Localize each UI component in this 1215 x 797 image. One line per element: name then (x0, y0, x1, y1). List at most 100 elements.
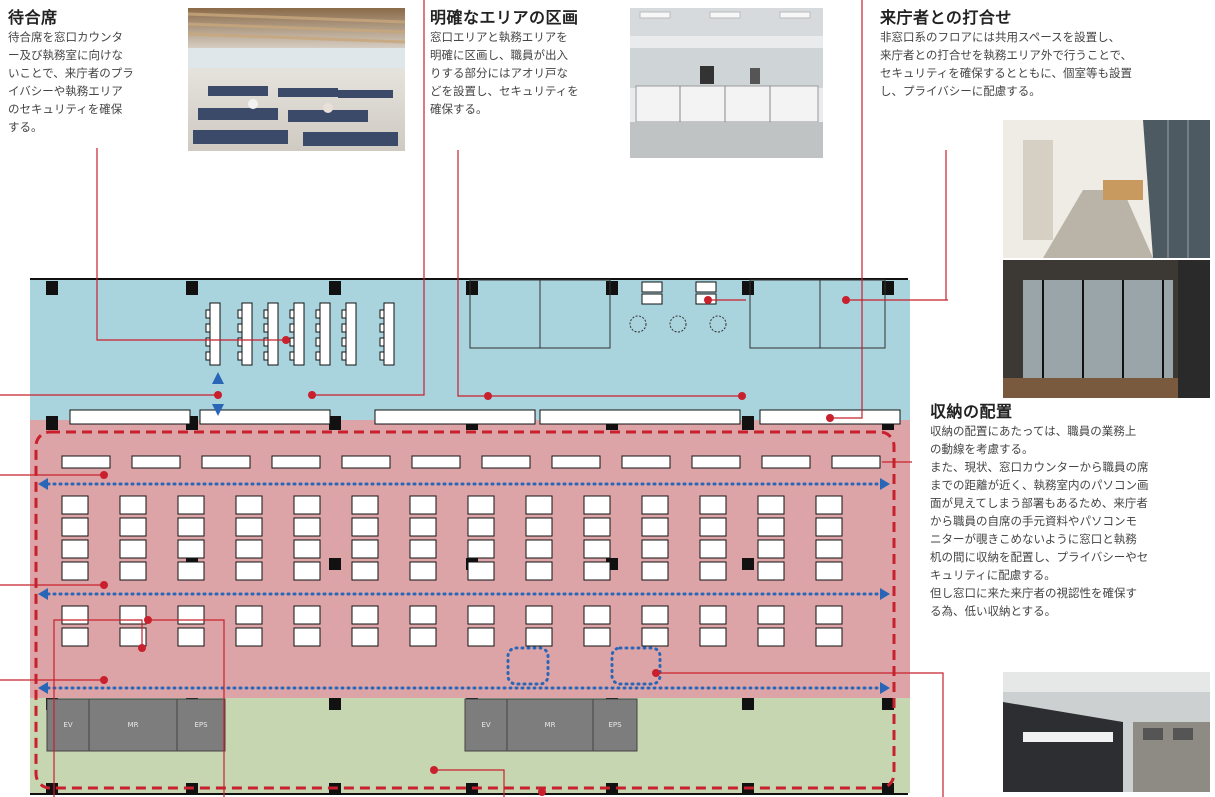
desk (699, 539, 727, 559)
waiting-desc: 待合席を窓口カウンタ ー及び執務室に向けな いことで、来庁者のプラ イバシーや執… (8, 30, 134, 134)
desk (119, 495, 147, 515)
flow-arrow-icon (38, 372, 890, 694)
desk (119, 539, 147, 559)
desk (641, 517, 669, 537)
meeting-title: 来庁者との打合せ (880, 8, 1012, 27)
waiting-bench (383, 302, 395, 366)
storage-area-photo (1003, 672, 1210, 792)
desk (177, 539, 205, 559)
desk (525, 561, 553, 581)
desk (61, 627, 89, 647)
storage-unit (551, 455, 601, 469)
desk (293, 627, 321, 647)
storage-unit (61, 455, 111, 469)
desk (583, 517, 611, 537)
waiting-bench (345, 302, 357, 366)
desk (583, 495, 611, 515)
meeting-space-photo-2 (1003, 260, 1210, 398)
waiting-area-photo (188, 8, 405, 151)
desk (757, 605, 785, 625)
desk (467, 517, 495, 537)
meeting-space-photo-1 (1003, 120, 1210, 258)
desk (235, 561, 263, 581)
counter-area-photo (630, 8, 823, 158)
desk (119, 627, 147, 647)
desk (641, 539, 669, 559)
desk (409, 495, 437, 515)
desk (815, 561, 843, 581)
desk (177, 561, 205, 581)
desk (699, 605, 727, 625)
circulation-flows (46, 482, 882, 690)
desk (641, 627, 669, 647)
desk (61, 561, 89, 581)
desk (351, 561, 379, 581)
desk (409, 517, 437, 537)
desk (293, 539, 321, 559)
desk (699, 627, 727, 647)
desk (757, 495, 785, 515)
desk (61, 495, 89, 515)
desk (293, 495, 321, 515)
desk (525, 539, 553, 559)
storage-unit (271, 455, 321, 469)
storage-unit (621, 455, 671, 469)
desk (467, 561, 495, 581)
room-mr-1: MR (128, 721, 139, 729)
office-boundary (34, 430, 896, 790)
storage-unit (131, 455, 181, 469)
desk (641, 561, 669, 581)
desk (351, 605, 379, 625)
leader-dot-icon (100, 296, 850, 796)
room-mr-2: MR (545, 721, 556, 729)
desk (757, 517, 785, 537)
desk (177, 627, 205, 647)
desk (177, 605, 205, 625)
storage-unit (411, 455, 461, 469)
desk (235, 605, 263, 625)
desk (467, 539, 495, 559)
storage-desc: 収納の配置にあたっては、職員の業務上 の動線を考慮する。 また、現状、窓口カウン… (930, 424, 1149, 618)
desk (583, 627, 611, 647)
desk (351, 495, 379, 515)
desk (815, 605, 843, 625)
desk (641, 495, 669, 515)
desk (699, 495, 727, 515)
desk (641, 605, 669, 625)
desk (409, 539, 437, 559)
service-rooms: EV MR EPS EV MR EPS (46, 698, 638, 752)
room-ev-1: EV (63, 721, 72, 729)
desk (815, 539, 843, 559)
desk (119, 561, 147, 581)
meeting-desc: 非窓口系のフロアには共用スペースを設置し、 来庁者との打合せを執務エリア外で行う… (880, 30, 1133, 98)
waiting-title: 待合席 (8, 8, 58, 27)
waiting-bench (319, 302, 331, 366)
desk (177, 517, 205, 537)
desk (351, 627, 379, 647)
desk (409, 561, 437, 581)
storage-unit (761, 455, 811, 469)
desk (757, 539, 785, 559)
storage-callout: 収納の配置 収納の配置にあたっては、職員の業務上 の動線を考慮する。 また、現状… (930, 402, 1215, 620)
desk (815, 495, 843, 515)
desk (235, 539, 263, 559)
desk (293, 517, 321, 537)
desk (525, 517, 553, 537)
desk (293, 605, 321, 625)
desk (699, 561, 727, 581)
desk (525, 605, 553, 625)
waiting-seats (205, 302, 395, 366)
desk (583, 539, 611, 559)
desk (815, 517, 843, 537)
desk (583, 605, 611, 625)
waiting-bench (209, 302, 221, 366)
desk (351, 539, 379, 559)
desk (119, 517, 147, 537)
storage-unit (691, 455, 741, 469)
waiting-bench (267, 302, 279, 366)
desk (235, 627, 263, 647)
storage-unit (481, 455, 531, 469)
desk (293, 561, 321, 581)
desk (815, 627, 843, 647)
